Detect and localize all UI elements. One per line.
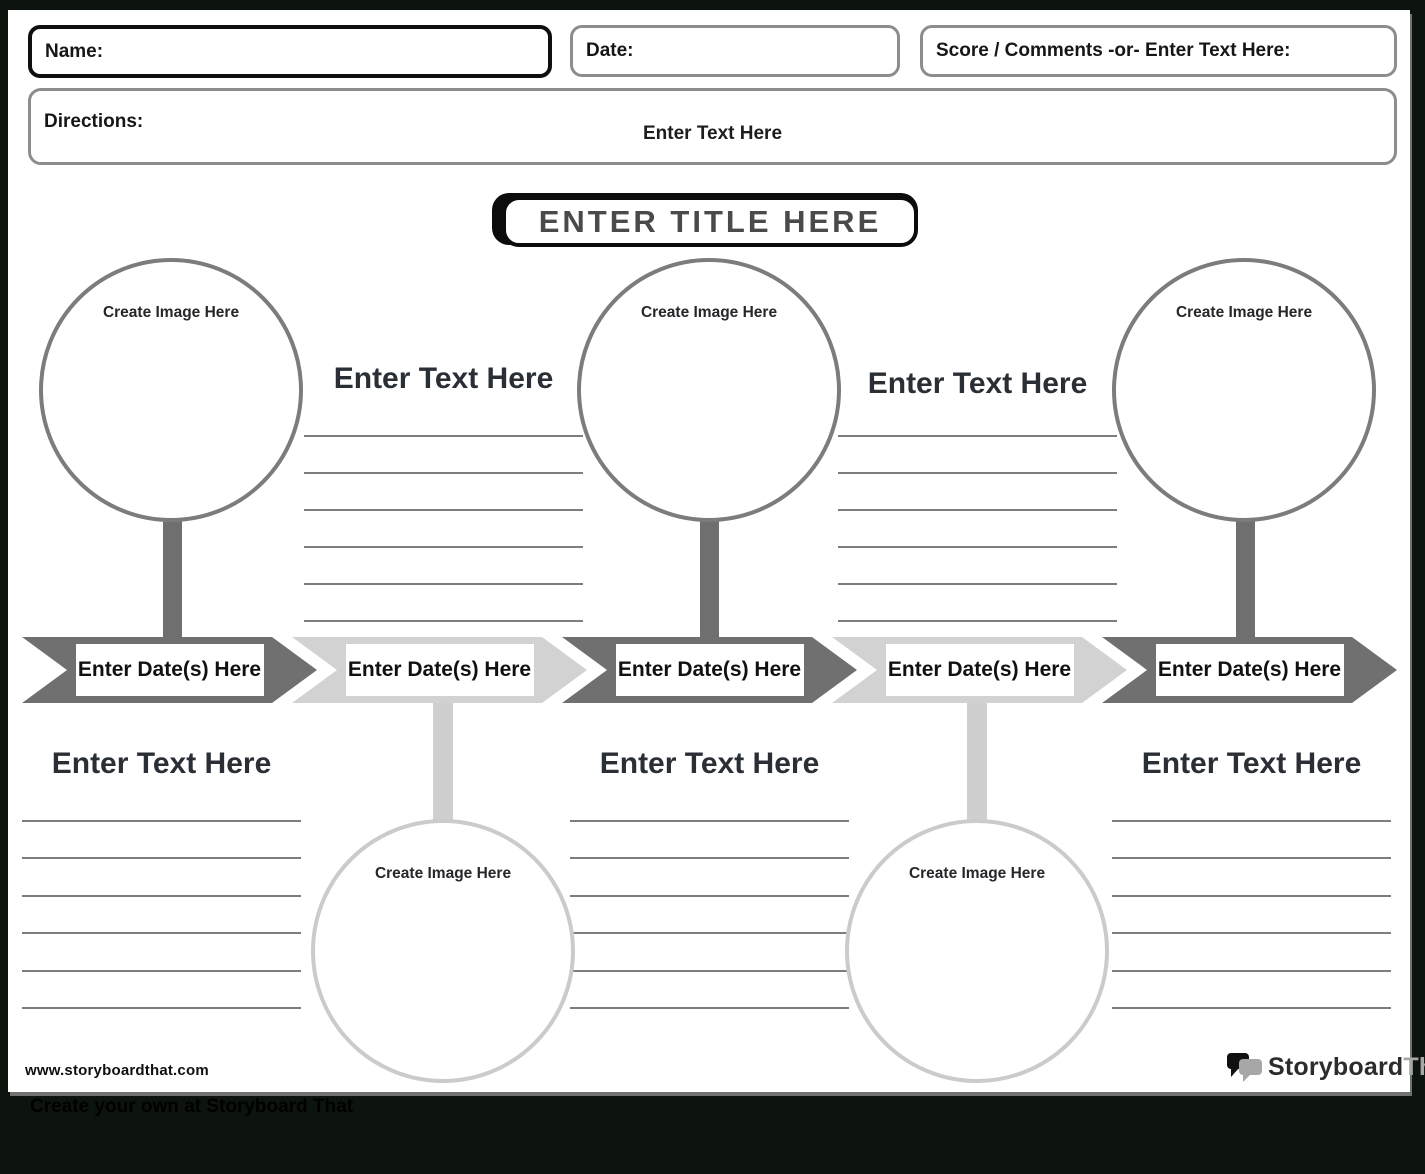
writing-lines xyxy=(570,820,849,1009)
logo-that: That xyxy=(1403,1052,1425,1081)
date-placeholder-text: Enter Date(s) Here xyxy=(347,658,532,681)
text-section-heading-3[interactable]: Enter Text Here xyxy=(51,747,272,780)
date-placeholder-box-5[interactable]: Enter Date(s) Here xyxy=(1155,644,1344,696)
date-placeholder-text: Enter Date(s) Here xyxy=(887,658,1072,681)
timeline-arrow-4: Enter Date(s) Here xyxy=(832,637,1127,703)
name-field[interactable]: Name: xyxy=(28,25,552,78)
text-section-heading-4[interactable]: Enter Text Here xyxy=(599,747,820,780)
connector-stem xyxy=(1236,515,1255,640)
date-placeholder-text: Enter Date(s) Here xyxy=(77,658,262,681)
directions-field[interactable]: Directions: Enter Text Here xyxy=(28,88,1397,165)
connector-stem xyxy=(433,700,453,822)
timeline-arrow-3: Enter Date(s) Here xyxy=(562,637,857,703)
timeline-arrow-5: Enter Date(s) Here xyxy=(1102,637,1397,703)
date-placeholder-box-1[interactable]: Enter Date(s) Here xyxy=(75,644,264,696)
text-section-heading-1[interactable]: Enter Text Here xyxy=(333,362,554,395)
connector-stem xyxy=(967,700,987,822)
timeline-arrow-1: Enter Date(s) Here xyxy=(22,637,317,703)
timeline-arrow-2: Enter Date(s) Here xyxy=(292,637,587,703)
date-placeholder-box-3[interactable]: Enter Date(s) Here xyxy=(615,644,804,696)
date-placeholder-box-4[interactable]: Enter Date(s) Here xyxy=(885,644,1074,696)
writing-lines xyxy=(838,435,1117,622)
title-placeholder-text[interactable]: ENTER TITLE HERE xyxy=(538,203,882,239)
image-placeholder-circle-2[interactable]: Create Image Here xyxy=(577,258,841,522)
image-placeholder-text: Create Image Here xyxy=(374,865,512,882)
image-placeholder-text: Create Image Here xyxy=(1175,304,1313,321)
image-placeholder-text: Create Image Here xyxy=(908,865,1046,882)
date-field[interactable]: Date: xyxy=(570,25,900,77)
speech-bubbles-icon xyxy=(1227,1053,1262,1082)
date-label: Date: xyxy=(586,40,634,61)
image-placeholder-circle-5[interactable]: Create Image Here xyxy=(845,819,1109,1083)
connector-stem xyxy=(163,515,182,640)
writing-lines xyxy=(304,435,583,622)
connector-stem xyxy=(700,515,719,640)
score-comments-field[interactable]: Score / Comments -or- Enter Text Here: xyxy=(920,25,1397,77)
directions-placeholder-text[interactable]: Enter Text Here xyxy=(642,123,783,144)
date-placeholder-box-2[interactable]: Enter Date(s) Here xyxy=(345,644,534,696)
title-box-frame: ENTER TITLE HERE xyxy=(502,196,918,247)
image-placeholder-circle-4[interactable]: Create Image Here xyxy=(311,819,575,1083)
website-url: www.storyboardthat.com xyxy=(25,1062,209,1079)
text-section-heading-5[interactable]: Enter Text Here xyxy=(1141,747,1362,780)
image-placeholder-circle-1[interactable]: Create Image Here xyxy=(39,258,303,522)
logo-storyboard: Storyboard xyxy=(1268,1052,1404,1081)
image-placeholder-text: Create Image Here xyxy=(640,304,778,321)
image-placeholder-text: Create Image Here xyxy=(102,304,240,321)
image-placeholder-circle-3[interactable]: Create Image Here xyxy=(1112,258,1376,522)
name-label: Name: xyxy=(45,40,104,62)
date-placeholder-text: Enter Date(s) Here xyxy=(617,658,802,681)
create-your-own-tagline: Create your own at Storyboard That xyxy=(30,1096,354,1117)
date-placeholder-text: Enter Date(s) Here xyxy=(1157,658,1342,681)
writing-lines xyxy=(1112,820,1391,1009)
score-comments-label: Score / Comments -or- Enter Text Here: xyxy=(936,40,1291,61)
text-section-heading-2[interactable]: Enter Text Here xyxy=(867,367,1088,400)
writing-lines xyxy=(22,820,301,1009)
directions-label: Directions: xyxy=(44,111,144,132)
title-box[interactable]: ENTER TITLE HERE xyxy=(492,193,918,247)
